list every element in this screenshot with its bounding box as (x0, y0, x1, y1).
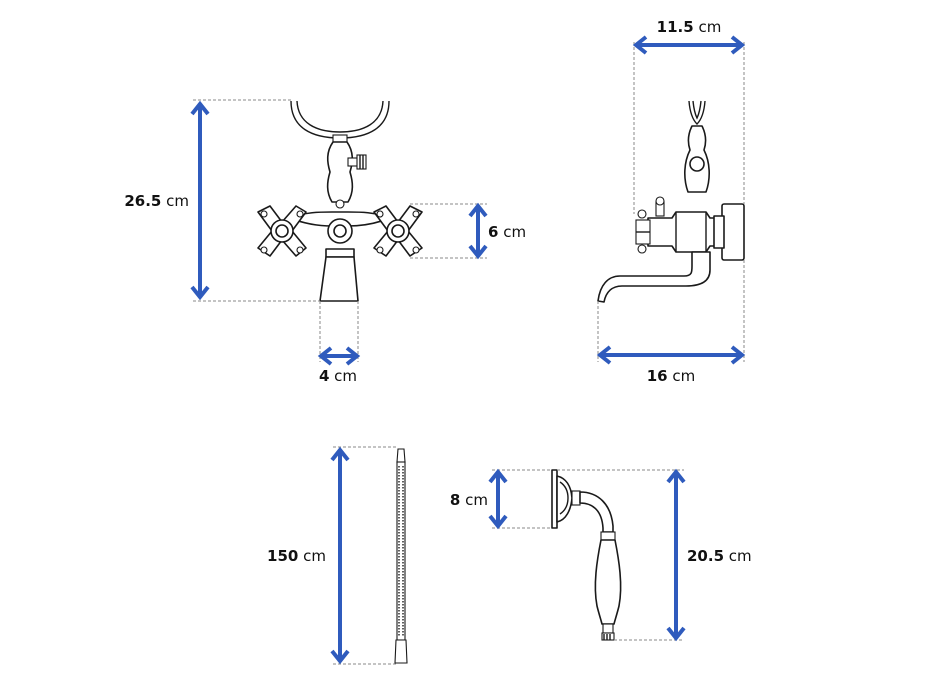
spout-reach-arrow (596, 345, 746, 365)
hose-length-label: 150 cm (267, 547, 326, 565)
handle-spacing-label: 6 cm (488, 223, 526, 241)
side-spout (597, 251, 711, 303)
height-total-label: 26.5 cm (124, 192, 189, 210)
shower-head-arrow (488, 468, 508, 530)
spout-width-arrow (317, 346, 361, 366)
shower-hose (394, 448, 408, 664)
wall-plate (721, 203, 745, 261)
left-handle (257, 205, 307, 257)
handle-spacing-arrow (468, 202, 488, 260)
hand-shower (551, 469, 622, 641)
spout-reach-label: 16 cm (647, 367, 696, 385)
side-cradle (688, 100, 706, 125)
spout-front (325, 248, 355, 258)
mixer-body (326, 141, 354, 203)
right-handle (373, 205, 423, 257)
hand-shower-handle (594, 539, 622, 625)
front-guides (193, 99, 487, 362)
mixer-front-view (257, 100, 423, 302)
mixer-side-view (597, 100, 745, 303)
hose-guides (333, 446, 398, 665)
height-total-arrow (190, 100, 210, 301)
side-guides (597, 42, 745, 362)
spout-width-label: 4 cm (319, 367, 357, 385)
side-depth-arrow (632, 35, 746, 55)
side-depth-label: 11.5 cm (657, 18, 722, 36)
hand-shower-length-label: 20.5 cm (687, 547, 752, 565)
shower-head-label: 8 cm (450, 491, 488, 509)
hand-shower-guides (492, 469, 684, 641)
hand-shower-length-arrow (666, 468, 686, 642)
hose-length-arrow (330, 446, 350, 665)
